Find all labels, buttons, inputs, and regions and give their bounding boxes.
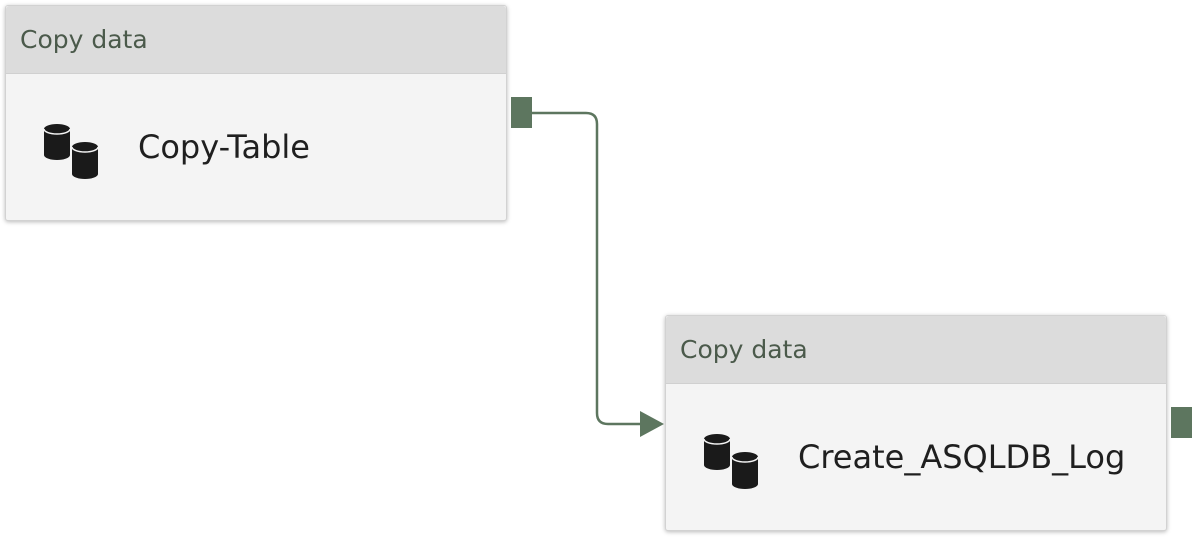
database-icon	[703, 434, 759, 489]
activity-body: Create_ASQLDB_Log	[666, 384, 1166, 530]
activity-type-label: Copy data	[666, 316, 1166, 384]
connector-line	[532, 111, 640, 426]
activity-type-label: Copy data	[6, 6, 506, 74]
activity-create-asqldb-log[interactable]: Copy data Create_ASQLDB_Log	[665, 315, 1167, 531]
activity-body: Copy-Table	[6, 74, 506, 220]
connector-arrowhead	[640, 411, 664, 437]
activity-copy-table[interactable]: Copy data Copy-Table	[5, 5, 507, 221]
activity-name: Create_ASQLDB_Log	[798, 438, 1126, 476]
output-port-handle[interactable]	[1171, 407, 1192, 438]
database-icon	[43, 124, 99, 179]
activity-name: Copy-Table	[138, 128, 310, 166]
output-port-handle[interactable]	[511, 97, 532, 128]
